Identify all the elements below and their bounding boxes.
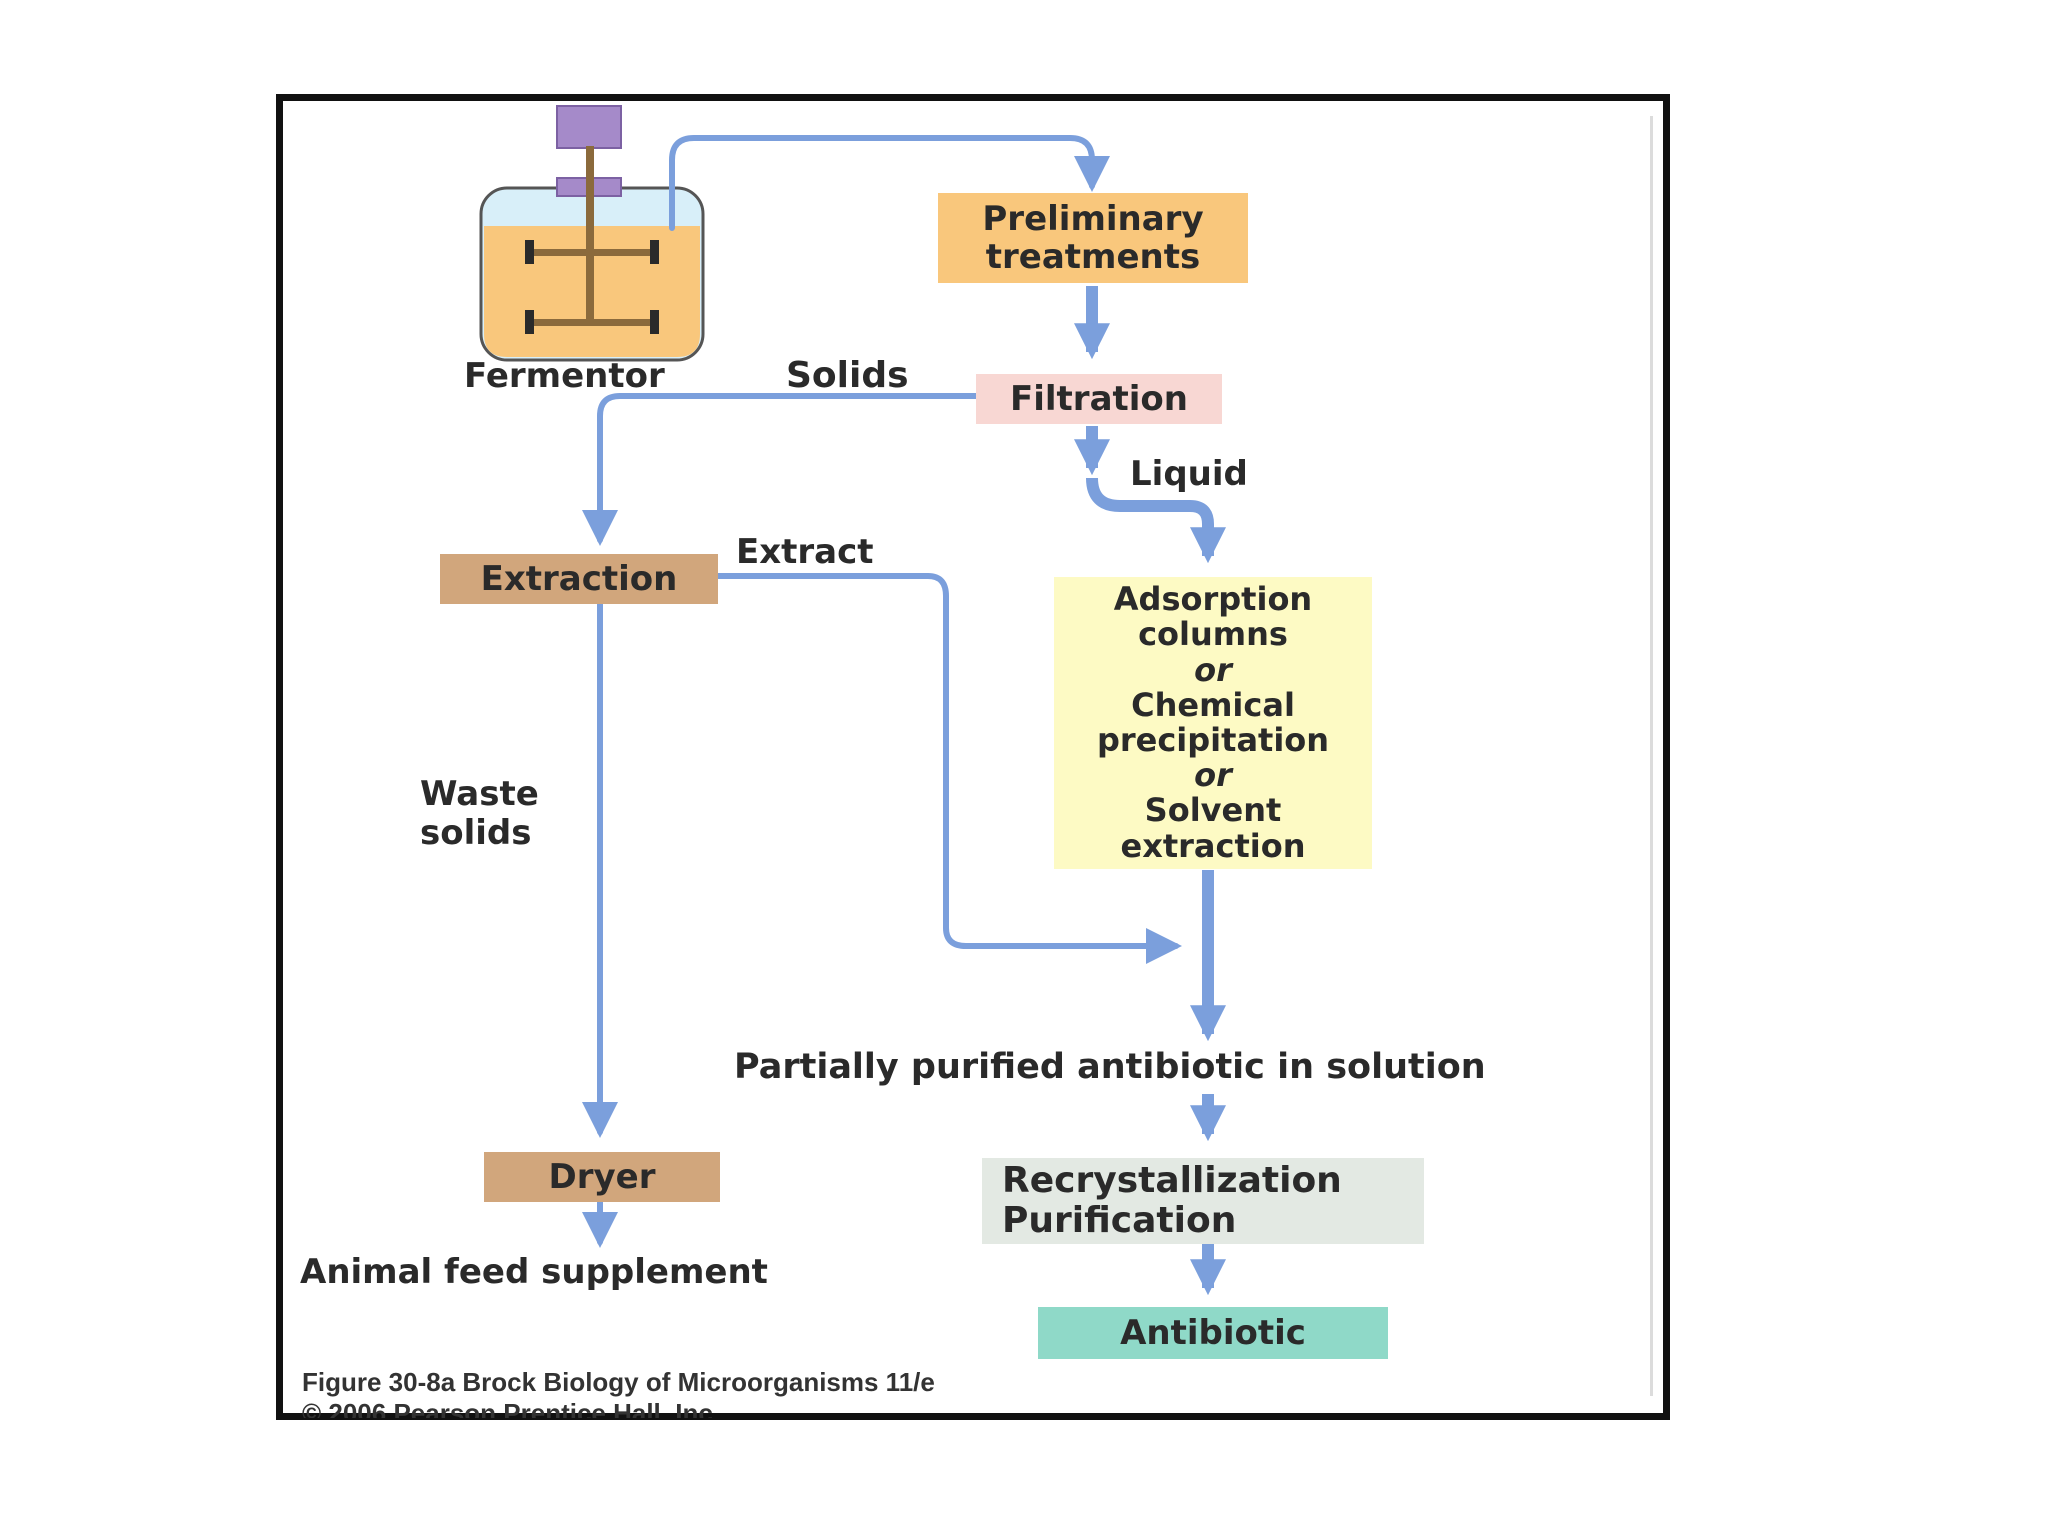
adsorption-line: Adsorption bbox=[1113, 580, 1313, 619]
preliminary-line1: Preliminary bbox=[982, 198, 1204, 239]
waste-solids-label: Waste solids bbox=[420, 774, 539, 854]
preliminary-line2: treatments bbox=[985, 237, 1201, 277]
antibiotic-box: Antibiotic bbox=[1038, 1307, 1388, 1359]
adsorption-box: Adsorption columns or Chemical precipita… bbox=[1054, 577, 1372, 869]
pipe-to-preliminary bbox=[669, 135, 1110, 231]
stirrer-shaft bbox=[586, 146, 594, 326]
adsorption-line: columns bbox=[1138, 615, 1288, 654]
fermentor-label: Fermentor bbox=[464, 356, 665, 396]
adsorption-or: or bbox=[1194, 650, 1232, 689]
fermentor-motor bbox=[556, 105, 622, 149]
antibiotic-label: Antibiotic bbox=[1120, 1312, 1306, 1353]
animal-feed-label: Animal feed supplement bbox=[300, 1252, 768, 1292]
adsorption-line: extraction bbox=[1120, 826, 1306, 865]
inner-border-line bbox=[1650, 116, 1653, 1396]
recrystallization-box: Recrystallization Purification bbox=[982, 1158, 1424, 1244]
waste-line2: solids bbox=[420, 813, 532, 854]
waste-line1: Waste bbox=[420, 774, 539, 814]
adsorption-line: precipitation bbox=[1096, 721, 1330, 759]
filtration-label: Filtration bbox=[1010, 378, 1188, 419]
recrystallization-line1: Recrystallization bbox=[1002, 1159, 1342, 1201]
liquid-label: Liquid bbox=[1130, 454, 1248, 494]
adsorption-or: or bbox=[1194, 756, 1232, 795]
copyright-caption: © 2006 Pearson Prentice Hall, Inc. bbox=[302, 1398, 721, 1418]
impeller-blade bbox=[525, 240, 534, 264]
stirrer-arm-lower bbox=[528, 319, 656, 326]
adsorption-line: Chemical bbox=[1131, 685, 1295, 724]
dryer-label: Dryer bbox=[548, 1156, 656, 1197]
filtration-box: Filtration bbox=[976, 374, 1222, 424]
impeller-blade bbox=[650, 310, 659, 334]
recrystallization-line2: Purification bbox=[1002, 1200, 1237, 1241]
figure-caption: Figure 30-8a Brock Biology of Microorgan… bbox=[302, 1367, 935, 1397]
extraction-label: Extraction bbox=[480, 558, 678, 599]
solids-label: Solids bbox=[786, 355, 909, 396]
extract-label: Extract bbox=[736, 532, 874, 572]
adsorption-line: Solvent bbox=[1144, 791, 1282, 830]
arrow-liquid-to-adsorption bbox=[1086, 477, 1226, 564]
extraction-box: Extraction bbox=[440, 554, 718, 604]
stirrer-arm-upper bbox=[528, 249, 656, 256]
preliminary-treatments-box: Preliminary treatments bbox=[938, 193, 1248, 283]
pipe-solids-to-extraction bbox=[582, 393, 981, 546]
dryer-box: Dryer bbox=[484, 1152, 720, 1202]
impeller-blade bbox=[525, 310, 534, 334]
partially-purified-label: Partially purified antibiotic in solutio… bbox=[734, 1047, 1486, 1087]
impeller-blade bbox=[650, 240, 659, 264]
pipe-extract-to-main bbox=[713, 573, 1182, 964]
fermentor-vessel bbox=[479, 105, 705, 362]
